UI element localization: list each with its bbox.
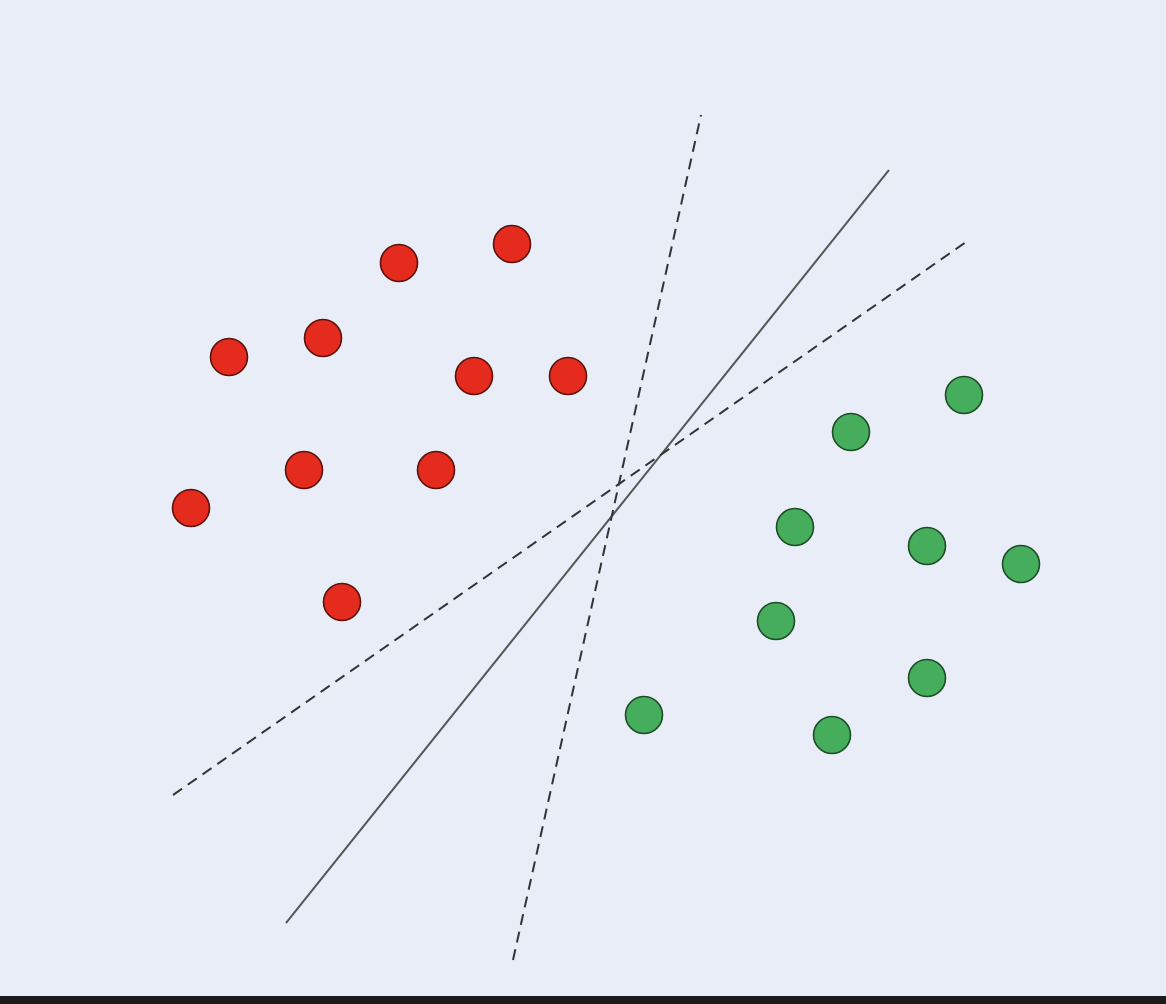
class-a-point <box>379 243 419 283</box>
class-b-point <box>624 695 664 735</box>
class-a-point <box>492 224 532 264</box>
class-a-point <box>284 450 324 490</box>
class-b-point <box>1001 544 1041 584</box>
class-a-point <box>416 450 456 490</box>
class-a-point <box>548 356 588 396</box>
class-a-point <box>322 582 362 622</box>
separator-lines <box>172 114 967 961</box>
class-b-point <box>756 601 796 641</box>
class-b-point <box>831 412 871 452</box>
class-a-point <box>171 488 211 528</box>
class-b-point <box>907 526 947 566</box>
class-b-point <box>944 375 984 415</box>
class-a-point <box>303 318 343 358</box>
separator-solid <box>285 169 890 924</box>
class-a-points <box>171 224 588 622</box>
class-b-points <box>624 375 1041 755</box>
class-b-point <box>812 715 852 755</box>
bottom-border <box>0 996 1166 1004</box>
separator-dashed-steep <box>512 114 702 961</box>
class-b-point <box>775 507 815 547</box>
class-a-point <box>209 337 249 377</box>
class-b-point <box>907 658 947 698</box>
class-a-point <box>454 356 494 396</box>
